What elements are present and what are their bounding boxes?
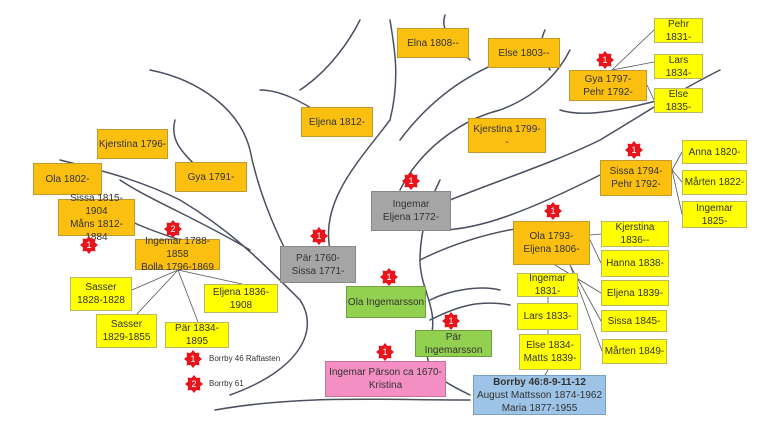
child-sasser-1829: Sasser 1829-1855 [96, 314, 157, 348]
badge-number: 1 [190, 354, 196, 364]
person-kjerstina-1796: Kjerstina 1796- [97, 129, 168, 159]
child-hanna-1838: Hanna 1838- [601, 250, 669, 277]
child-sasser-1828: Sasser 1828-1828 [70, 277, 132, 311]
source-badge-star-icon: 1 [442, 312, 460, 330]
couple-ola-eljena: Ola 1793- Eljena 1806- [513, 221, 590, 265]
source-badge-star-icon: 2 [164, 220, 182, 238]
person-eljena-1812: Eljena 1812- [301, 107, 373, 137]
child-else-1835: Else 1835- [654, 88, 703, 113]
badge-number: 1 [550, 206, 556, 216]
source-badge-star-icon: 1 [310, 227, 328, 245]
source-badge-star-icon: 1 [376, 343, 394, 361]
couple-else-matts: Else 1834- Matts 1839- [519, 334, 581, 370]
couple-ingemar-parson-kristina: Ingemar Pärson ca 1670- Kristina [325, 361, 446, 397]
couple-gya-pehr: Gya 1797- Pehr 1792- [569, 70, 647, 101]
child-kjerstina-1836: Kjerstina 1836-- [601, 221, 669, 247]
legend-label-1: Borrby 46 Raftasten [209, 354, 281, 363]
source-badge-star-icon: 1 [544, 202, 562, 220]
child-eljena-1836: Eljena 1836-1908 [204, 284, 278, 313]
couple-par-sissa: Pär 1760- Sissa 1771- [280, 246, 356, 283]
child-par-1834: Pär 1834- 1895 [165, 322, 229, 348]
couple-ingemar-eljena: Ingemar Eljena 1772- [371, 191, 451, 231]
legend-label-2: Borrby 61 [209, 379, 244, 388]
person-ola-ingemarsson: Ola Ingemarsson [346, 286, 426, 318]
badge-number: 1 [602, 55, 608, 65]
borrby-title: Borrby 46:8-9-11-12 [493, 376, 586, 388]
source-badge-star-icon: 1 [380, 268, 398, 286]
source-badge-star-icon: 2 [185, 375, 203, 393]
source-badge-star-icon: 1 [80, 236, 98, 254]
source-badge-star-icon: 1 [625, 141, 643, 159]
borrby-couple: August Mattsson 1874-1962 Maria 1877-195… [476, 389, 603, 414]
person-gya-1791: Gya 1791- [175, 162, 247, 192]
child-sissa-1845: Sissa 1845- [601, 310, 667, 332]
person-kjerstina-1799: Kjerstina 1799- - [468, 118, 546, 153]
child-lars-1833: Lars 1833- [517, 303, 578, 330]
couple-ingemar-bolla: Ingemar 1788-1858 Bolla 1796-1869 [135, 236, 220, 273]
person-elna-1808: Elna 1808-- [397, 28, 469, 58]
child-ingemar-1825: Ingemar 1825- [682, 201, 747, 228]
person-else-1803: Else 1803-- [488, 38, 560, 68]
child-eljena-1839: Eljena 1839- [601, 280, 669, 306]
couple-sissa-mans: Sissa 1815-1904 Måns 1812-1884 [58, 193, 135, 243]
tree-twigs [99, 14, 551, 321]
badge-number: 1 [386, 272, 392, 282]
source-badge-star-icon: 1 [184, 350, 202, 368]
source-badge-star-icon: 1 [596, 51, 614, 69]
couple-sissa-pehr: Sissa 1794- Pehr 1792- [600, 160, 672, 196]
borrby-farm-box: Borrby 46:8-9-11-12 August Mattsson 1874… [473, 375, 606, 415]
badge-number: 1 [382, 347, 388, 357]
source-badge-star-icon: 1 [402, 172, 420, 190]
badge-number: 1 [86, 240, 92, 250]
child-marten-1849: Mårten 1849- [602, 339, 667, 364]
connector-lines [131, 29, 683, 376]
child-lars-1834: Lars 1834- [654, 54, 703, 79]
person-ola-1802: Ola 1802- [33, 163, 102, 195]
tree-branch [59, 19, 721, 301]
badge-number: 1 [316, 231, 322, 241]
badge-number: 1 [408, 176, 414, 186]
badge-number: 1 [631, 145, 637, 155]
child-pehr-1831: Pehr 1831- [654, 18, 703, 43]
child-anna-1820: Anna 1820- [682, 140, 747, 164]
badge-number: 2 [191, 379, 197, 389]
child-ingemar-1831: Ingemar 1831- [517, 273, 578, 297]
badge-number: 2 [170, 224, 176, 234]
badge-number: 1 [448, 316, 454, 326]
person-par-ingemarsson: Pär Ingemarsson [415, 330, 492, 357]
child-marten-1822: Mårten 1822- [682, 170, 747, 195]
